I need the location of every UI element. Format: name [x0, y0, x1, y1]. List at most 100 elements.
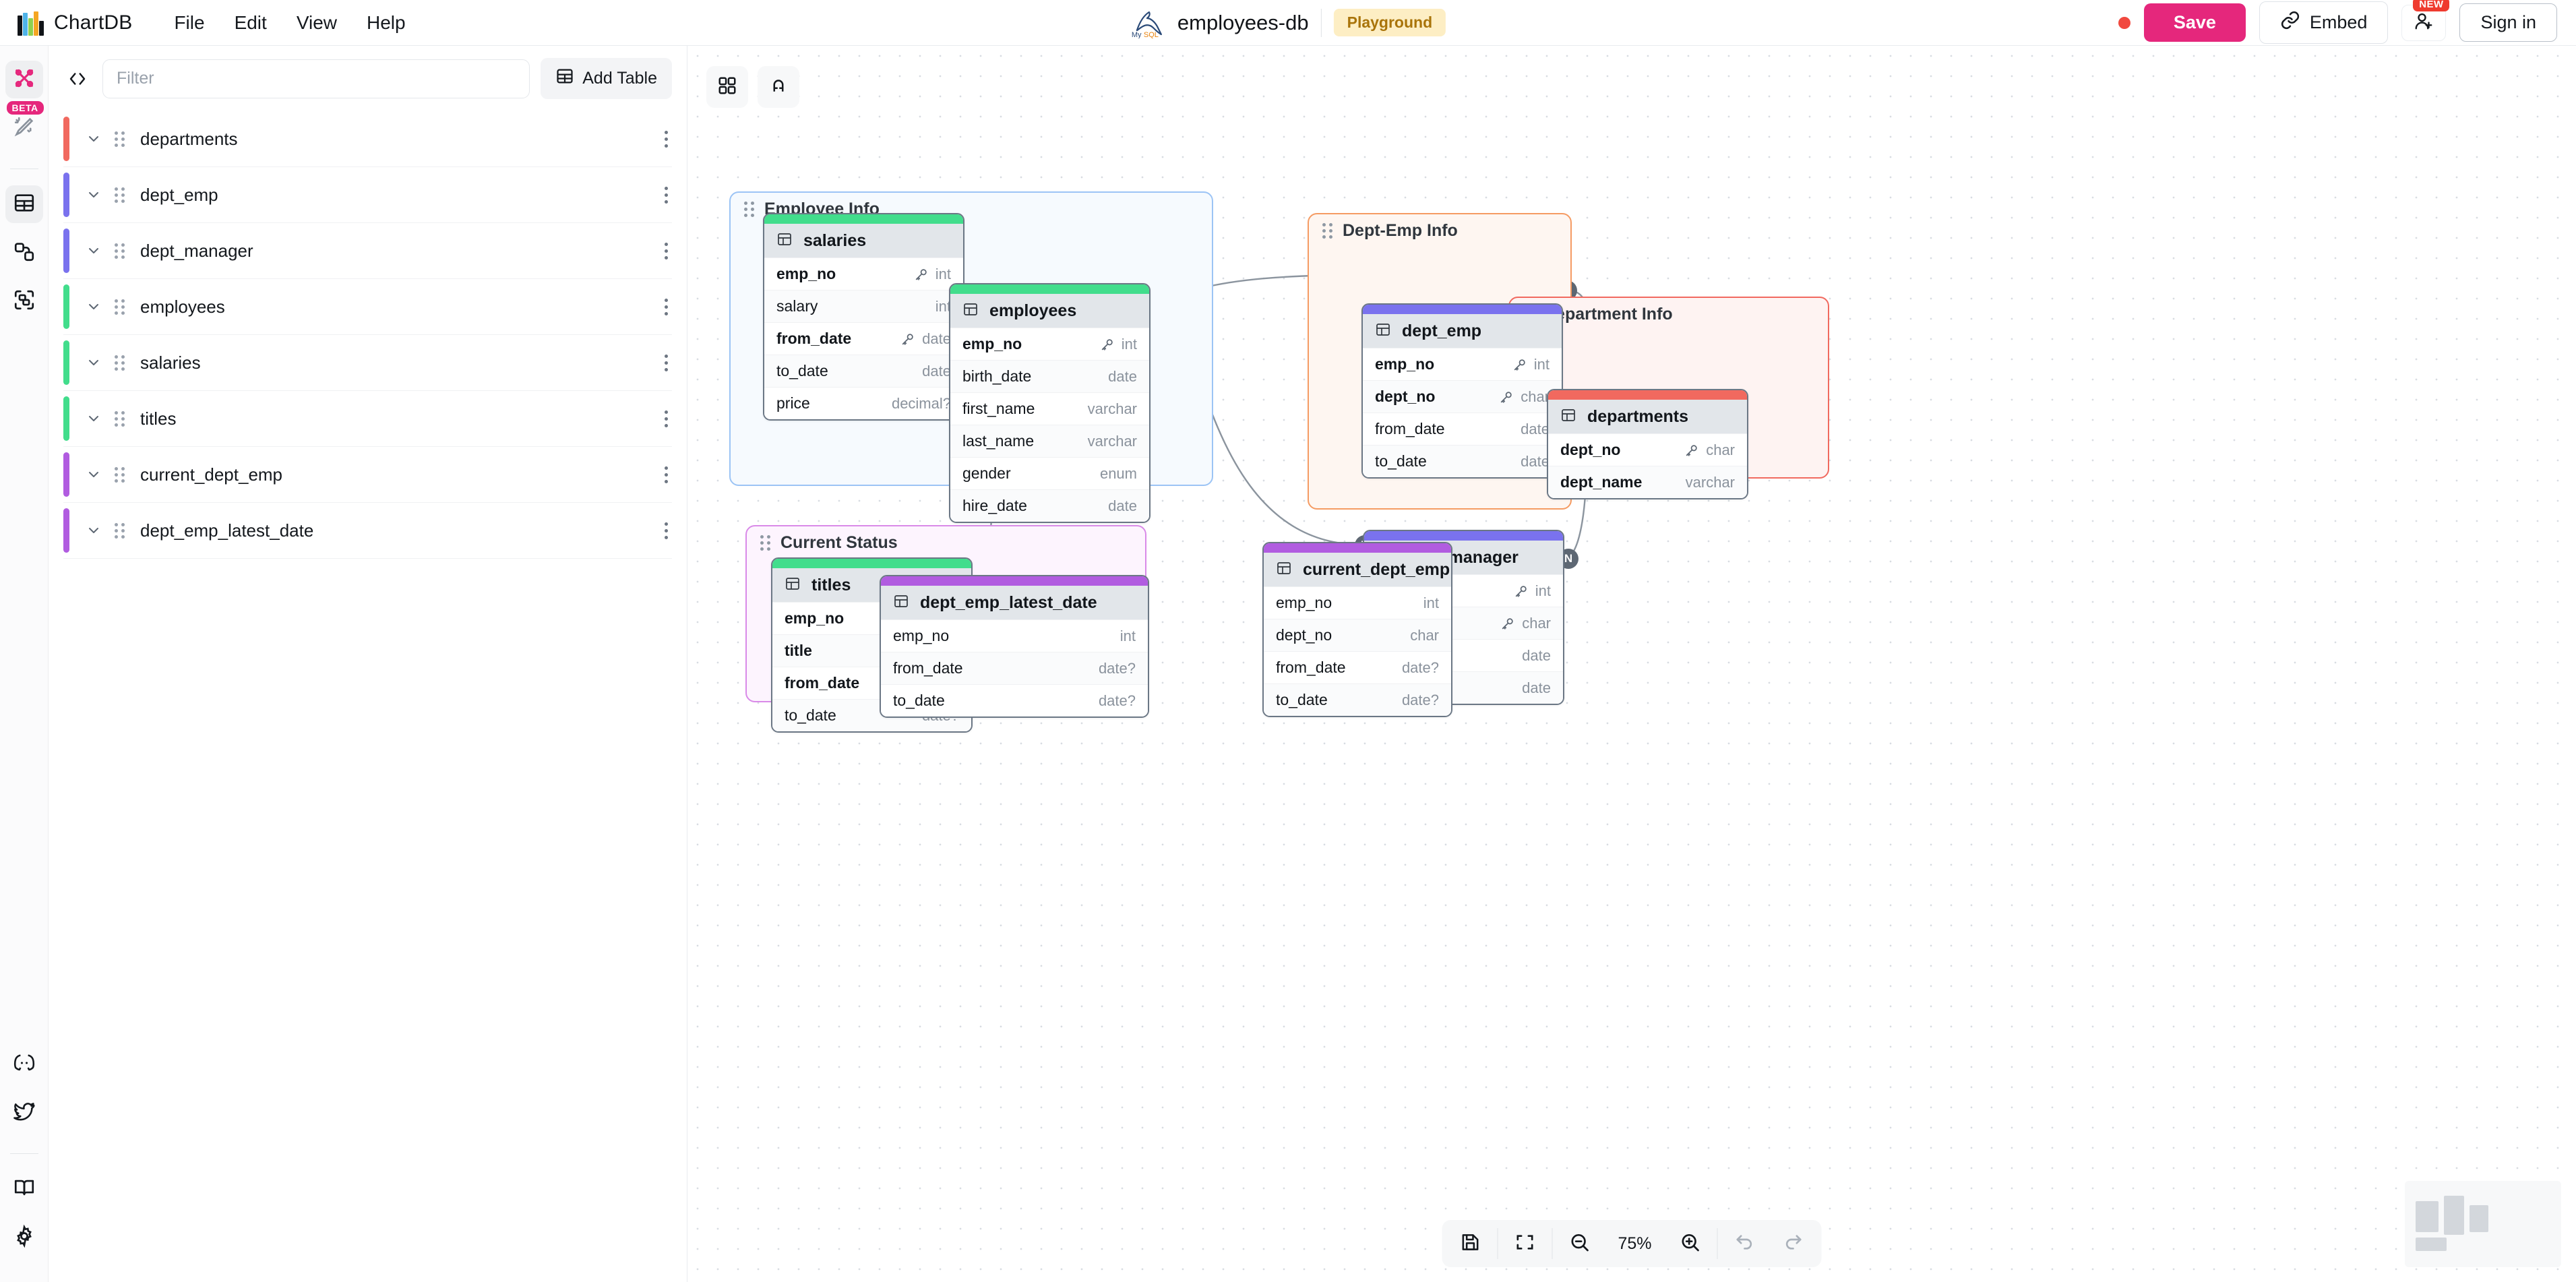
- magnet-snap-button[interactable]: [758, 66, 799, 108]
- fit-screen-button[interactable]: [1501, 1224, 1550, 1263]
- sidebar-item-current_dept_emp[interactable]: current_dept_emp: [63, 447, 672, 503]
- drag-handle-icon[interactable]: [115, 243, 125, 259]
- chevron-down-icon[interactable]: [86, 355, 102, 371]
- rail-item-relationships[interactable]: [5, 234, 43, 272]
- code-brackets-icon[interactable]: [63, 69, 92, 89]
- sidebar-item-employees[interactable]: employees: [63, 279, 672, 335]
- menu-item-file[interactable]: File: [174, 11, 205, 33]
- sidebar-item-salaries[interactable]: salaries: [63, 335, 672, 391]
- more-options-icon[interactable]: [665, 186, 668, 204]
- more-options-icon[interactable]: [665, 298, 668, 315]
- drag-handle-icon[interactable]: [115, 355, 125, 371]
- rail-item-settings[interactable]: [5, 1219, 43, 1256]
- redo-button[interactable]: [1769, 1224, 1818, 1263]
- sidebar-item-dept_manager[interactable]: dept_manager: [63, 223, 672, 279]
- sidebar-item-titles[interactable]: titles: [63, 391, 672, 447]
- table-header[interactable]: salaries: [764, 224, 963, 257]
- rail-item-tables[interactable]: [5, 185, 43, 223]
- add-user-button[interactable]: NEW: [2401, 0, 2450, 41]
- more-options-icon[interactable]: [665, 522, 668, 539]
- chevron-down-icon[interactable]: [86, 466, 102, 483]
- menu-item-help[interactable]: Help: [367, 11, 406, 33]
- zoom-level[interactable]: 75%: [1618, 1233, 1652, 1253]
- drag-handle-icon[interactable]: [115, 187, 125, 203]
- table-header[interactable]: employees: [950, 294, 1149, 328]
- rail-item-twitter[interactable]: [5, 1094, 43, 1132]
- more-options-icon[interactable]: [665, 242, 668, 260]
- more-options-icon[interactable]: [665, 130, 668, 148]
- chevron-down-icon[interactable]: [86, 131, 102, 147]
- drag-handle-icon[interactable]: [115, 299, 125, 315]
- grid-squares-button[interactable]: [706, 66, 748, 108]
- table-header[interactable]: dept_emp_latest_date: [881, 586, 1148, 619]
- chevron-down-icon[interactable]: [86, 522, 102, 539]
- more-options-icon[interactable]: [665, 466, 668, 483]
- rail-item-discord[interactable]: [5, 1045, 43, 1083]
- zoom-in-button[interactable]: [1666, 1224, 1715, 1263]
- rail-item-magic-wand[interactable]: BETA: [5, 101, 44, 147]
- table-header[interactable]: current_dept_emp: [1264, 553, 1451, 586]
- chevron-down-icon[interactable]: [86, 299, 102, 315]
- diagram-canvas[interactable]: N N 1 1 N N N N 1 Employee InfoDept-Emp …: [687, 46, 2576, 1282]
- embed-button[interactable]: Embed: [2259, 1, 2389, 44]
- drag-handle-icon[interactable]: [115, 410, 125, 427]
- more-options-icon[interactable]: [665, 354, 668, 371]
- rail-item-chartdb-logo[interactable]: [5, 61, 43, 98]
- chevron-down-icon[interactable]: [86, 187, 102, 203]
- zoom-out-button[interactable]: [1556, 1224, 1604, 1263]
- add-table-button[interactable]: Add Table: [541, 58, 672, 99]
- more-options-icon[interactable]: [665, 410, 668, 427]
- filter-input[interactable]: [102, 59, 530, 98]
- save-diagram-button[interactable]: [1446, 1224, 1495, 1263]
- table-header[interactable]: departments: [1548, 400, 1747, 433]
- sidebar-item-dept_emp[interactable]: dept_emp: [63, 167, 672, 223]
- rail-item-docs[interactable]: [5, 1170, 43, 1208]
- drag-handle-icon[interactable]: [115, 522, 125, 539]
- sign-in-button[interactable]: Sign in: [2459, 3, 2557, 42]
- drag-handle-icon[interactable]: [760, 535, 771, 551]
- chevron-down-icon[interactable]: [86, 410, 102, 427]
- drag-handle-icon[interactable]: [1322, 223, 1333, 239]
- rail-item-areas[interactable]: [5, 282, 43, 320]
- menu-item-edit[interactable]: Edit: [234, 11, 267, 33]
- drag-handle-icon[interactable]: [115, 466, 125, 483]
- table-header[interactable]: dept_emp: [1363, 314, 1562, 348]
- drag-handle-icon[interactable]: [115, 131, 125, 147]
- drag-handle-icon[interactable]: [744, 202, 755, 217]
- undo-button[interactable]: [1721, 1224, 1769, 1263]
- sidebar-item-departments[interactable]: departments: [63, 111, 672, 167]
- minimap[interactable]: [2405, 1181, 2561, 1267]
- menu-item-view[interactable]: View: [296, 11, 337, 33]
- save-button[interactable]: Save: [2143, 3, 2246, 42]
